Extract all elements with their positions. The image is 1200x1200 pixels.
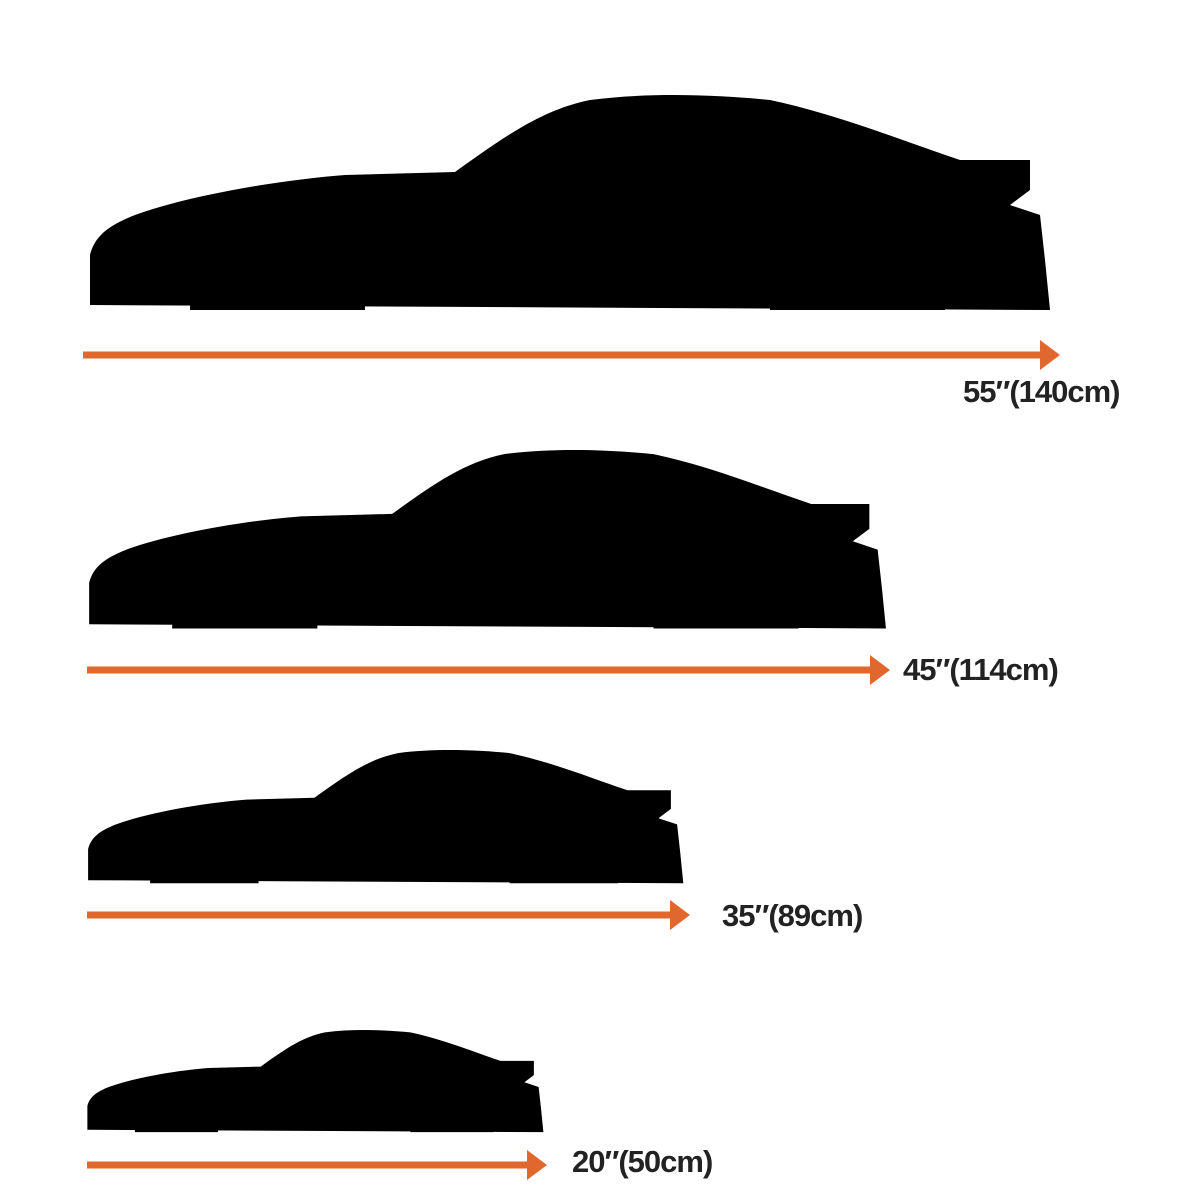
arrowhead-icon bbox=[870, 655, 890, 685]
size-label-20in: 20″(50cm) bbox=[572, 1144, 713, 1179]
size-label-45in: 45″(114cm) bbox=[903, 652, 1059, 687]
car-outline-55in bbox=[90, 95, 1050, 310]
arrowhead-icon bbox=[527, 1150, 547, 1180]
arrowhead-icon bbox=[1040, 340, 1060, 370]
car-outline-45in bbox=[89, 450, 886, 629]
car-outline-20in bbox=[87, 1030, 544, 1133]
size-label-35in: 35″(89cm) bbox=[722, 898, 863, 933]
size-label-55in: 55″(140cm) bbox=[963, 374, 1121, 409]
arrowhead-icon bbox=[670, 900, 690, 930]
car-outline-35in bbox=[88, 750, 684, 884]
